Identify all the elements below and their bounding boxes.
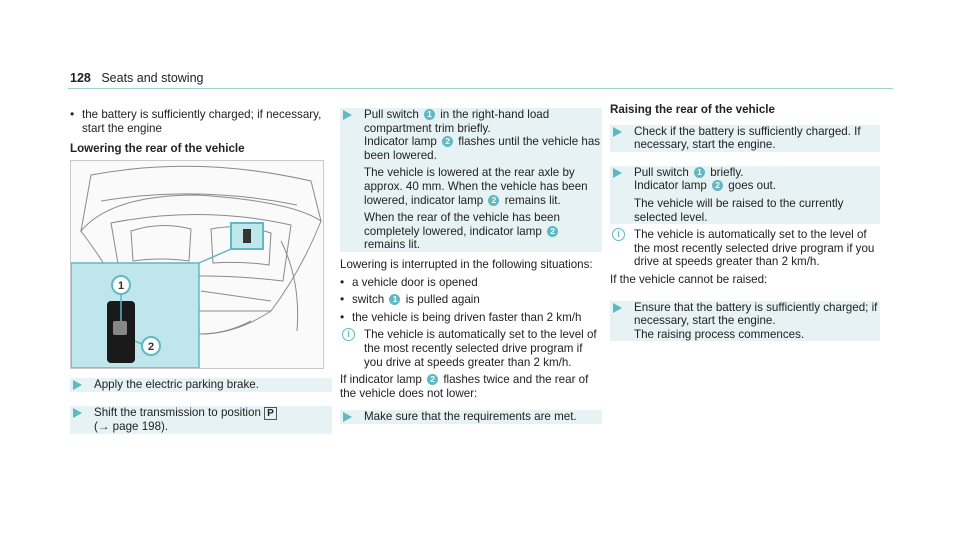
trunk-drawing: 1 2 bbox=[71, 165, 322, 368]
step-shift-transmission: Shift the transmission to position P(→ p… bbox=[70, 405, 332, 434]
switch-button bbox=[113, 321, 127, 335]
step-ensure-battery: Ensure that the battery is sufficiently … bbox=[610, 300, 880, 342]
step-check-battery: Check if the battery is sufficiently cha… bbox=[610, 124, 880, 152]
marker-2-inline: 2 bbox=[442, 136, 454, 148]
marker-1-inline: 1 bbox=[424, 109, 435, 120]
step-parking-brake: Apply the electric parking brake. bbox=[70, 378, 332, 392]
marker-2-inline: 2 bbox=[712, 180, 724, 192]
raising-heading: Raising the rear of the vehicle bbox=[610, 103, 775, 116]
requirement-bullet: the battery is sufficiently charged; if … bbox=[70, 108, 332, 135]
lowering-heading: Lowering the rear of the vehicle bbox=[70, 142, 245, 156]
gear-p-icon: P bbox=[264, 406, 277, 420]
switch-highlight bbox=[230, 222, 264, 250]
step-arrow-icon bbox=[73, 380, 82, 390]
step-arrow-icon bbox=[613, 167, 622, 178]
step-check-requirements: Make sure that the requirements are met. bbox=[340, 410, 602, 424]
step-arrow-icon bbox=[613, 126, 622, 137]
header-divider bbox=[68, 88, 893, 89]
flash-text: If indicator lamp 2 flashes twice and th… bbox=[340, 373, 589, 400]
marker-1-inline: 1 bbox=[389, 294, 401, 306]
switch-mini bbox=[243, 229, 251, 243]
interrupt-bullet: switch 1 is pulled again bbox=[340, 293, 602, 307]
cannot-raise-text: If the vehicle cannot be raised: bbox=[610, 272, 768, 286]
interrupt-bullet: the vehicle is being driven faster than … bbox=[340, 311, 602, 325]
marker-2-label: 2 bbox=[148, 341, 154, 353]
page-header: 128 Seats and stowing bbox=[70, 71, 204, 85]
step-arrow-icon bbox=[73, 407, 82, 418]
inset-leader bbox=[198, 248, 232, 264]
interrupt-bullet: a vehicle door is opened bbox=[340, 276, 602, 290]
column-left: the battery is sufficiently charged; if … bbox=[70, 108, 332, 164]
trunk-illustration: 1 2 bbox=[70, 160, 324, 369]
section-title: Seats and stowing bbox=[101, 71, 204, 85]
page-number: 128 bbox=[70, 71, 91, 85]
marker-2-leader bbox=[134, 340, 143, 345]
step-arrow-icon bbox=[343, 412, 352, 423]
step-arrow-icon bbox=[343, 110, 352, 120]
column-left-steps: Apply the electric parking brake. Shift … bbox=[70, 378, 332, 434]
info-icon: i bbox=[612, 228, 625, 242]
column-middle: Pull switch 1 in the right-hand load com… bbox=[340, 108, 602, 424]
marker-2 bbox=[141, 336, 161, 356]
marker-2-inline: 2 bbox=[488, 194, 500, 206]
marker-2-inline: 2 bbox=[427, 374, 439, 386]
marker-1-inline: 1 bbox=[694, 166, 705, 178]
interrupt-intro: Lowering is interrupted in the following… bbox=[340, 257, 593, 271]
step-arrow-icon bbox=[613, 302, 622, 313]
column-right: Raising the rear of the vehicle Check if… bbox=[610, 103, 880, 342]
step-pull-switch: Pull switch 1 in the right-hand load com… bbox=[340, 108, 602, 252]
marker-2-inline: 2 bbox=[547, 225, 559, 237]
marker-1-label: 1 bbox=[118, 280, 124, 292]
step-pull-switch-raise: Pull switch 1 briefly. Indicator lamp 2 … bbox=[610, 165, 880, 225]
info-icon: i bbox=[342, 328, 355, 342]
